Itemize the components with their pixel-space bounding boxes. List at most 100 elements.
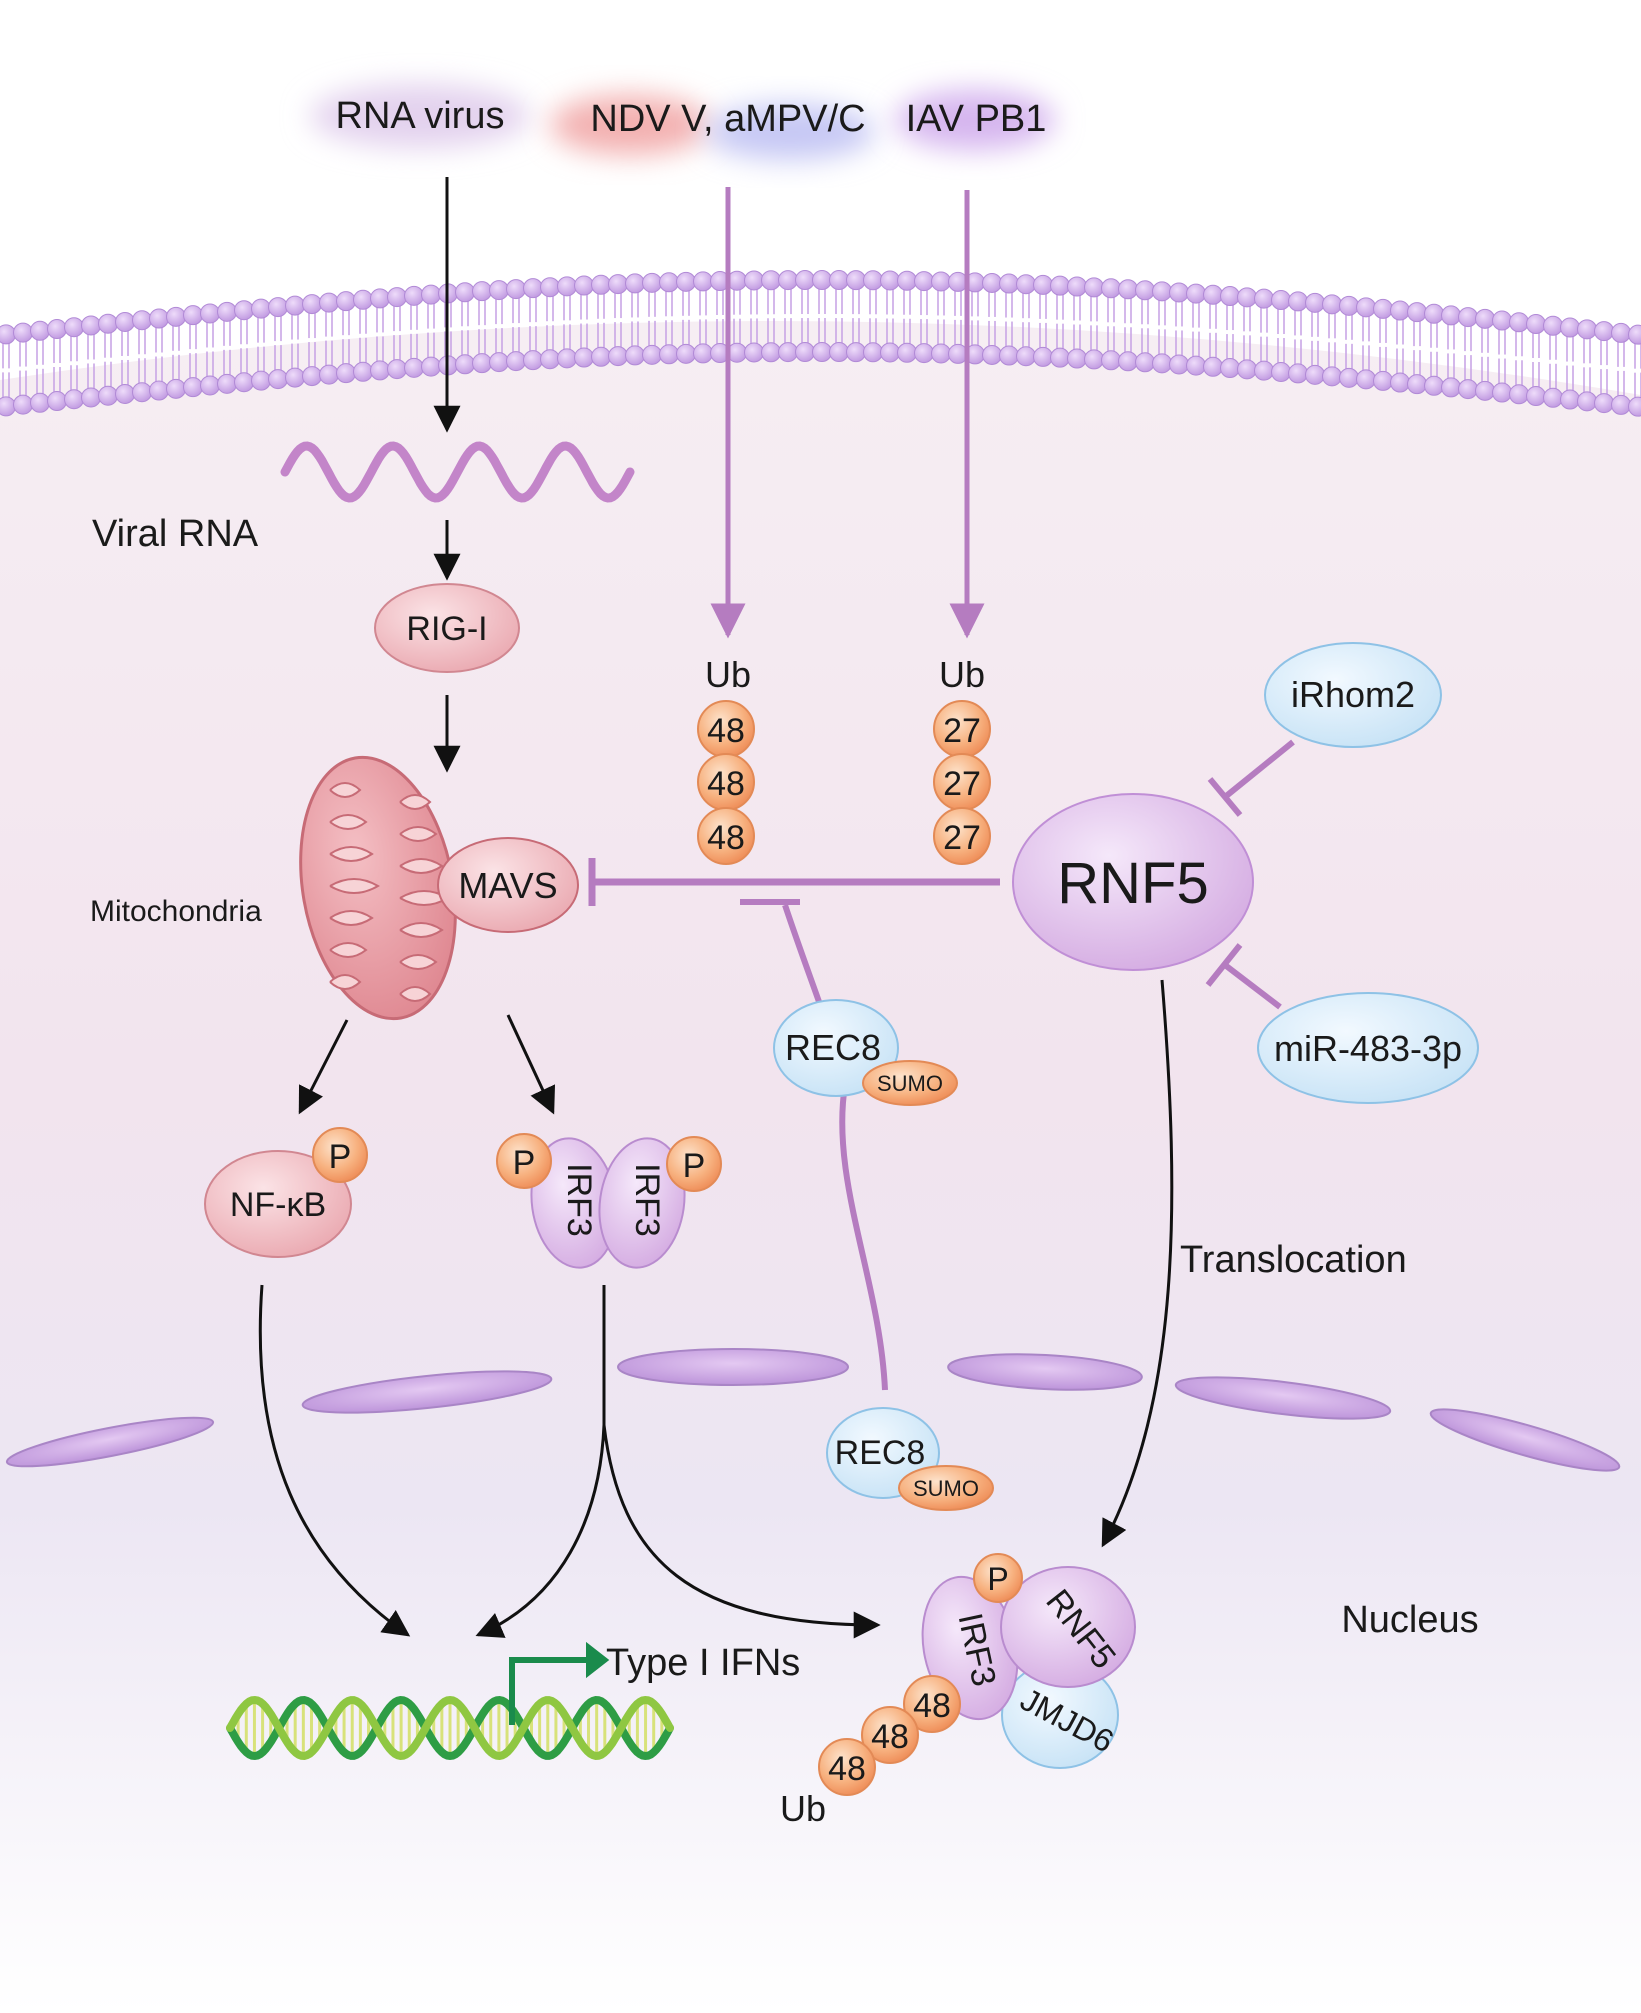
mir-483-3p-label: miR-483-3p: [1274, 1028, 1462, 1069]
lipid-head: [1560, 389, 1580, 410]
lipid-head: [863, 342, 883, 363]
lipid-head: [455, 282, 475, 303]
nuclear-envelope-segment: [301, 1370, 553, 1414]
lipid-head: [1305, 364, 1325, 385]
lipid-head: [829, 270, 849, 291]
lipid-head: [1339, 295, 1359, 316]
lipid-head: [829, 342, 849, 363]
lipid-head: [1339, 367, 1359, 388]
lipid-head: [285, 367, 305, 388]
lipid-head: [1390, 372, 1410, 393]
nucleus-label: Nucleus: [1341, 1599, 1478, 1641]
lipid-head: [1390, 300, 1410, 321]
rec8-nuclear-label: REC8: [835, 1434, 926, 1472]
lipid-head: [1526, 386, 1546, 407]
lipid-head: [1577, 319, 1597, 340]
ubiquitin-bead: 48: [697, 807, 755, 865]
lipid-head: [897, 342, 917, 363]
ubiquitin-linkage-label: 48: [707, 765, 745, 803]
lipid-head: [200, 303, 220, 324]
crista-right: [399, 922, 444, 938]
lipid-head: [846, 342, 866, 363]
lipid-head: [1288, 291, 1308, 312]
lipid-head: [336, 363, 356, 384]
mavs-protein: [437, 837, 579, 933]
lipid-head: [115, 311, 135, 332]
ubiquitin-linkage-label: 48: [913, 1687, 951, 1725]
mir-483-3p: [1257, 992, 1479, 1104]
lipid-head: [1186, 355, 1206, 376]
lipid-head: [778, 270, 798, 291]
lipid-head: [217, 373, 237, 394]
lipid-head: [846, 270, 866, 291]
lipid-head: [1611, 322, 1631, 343]
lipid-head: [1254, 288, 1274, 309]
lipid-head: [1254, 360, 1274, 381]
lipid-head: [1475, 380, 1495, 401]
lipid-head: [1220, 286, 1240, 307]
rnf5-translocation-arrow: [1101, 979, 1174, 1548]
nuclear-k48-ubiquitin-chain: 48 48 48: [818, 1675, 961, 1796]
rna-virus-label: RNA virus: [336, 95, 505, 137]
ndv-glow: [550, 95, 710, 155]
lipid-head: [404, 357, 424, 378]
lipid-head: [1033, 346, 1053, 367]
lipid-head: [1271, 362, 1291, 383]
lipid-head: [1458, 379, 1478, 400]
lipid-head: [1594, 321, 1614, 342]
nfkb-phosphate: [312, 1127, 368, 1183]
lipid-head: [1441, 377, 1461, 398]
lipid-head: [625, 273, 645, 294]
crista-right: [399, 826, 438, 842]
plasma-membrane: [0, 270, 1641, 417]
ubiquitin-linkage-label: 48: [707, 712, 745, 750]
sumo-nuclear-label: SUMO: [913, 1476, 979, 1501]
lipid-head: [98, 313, 118, 334]
lipid-head: [795, 342, 815, 363]
irf3-right-phosphate: [666, 1136, 722, 1192]
lipid-head: [1305, 292, 1325, 313]
lipid-head: [149, 308, 169, 329]
irhom2-inhibits-rnf5-line: [1223, 739, 1295, 800]
phosphate-label: P: [987, 1561, 1008, 1597]
type-i-ifns-label: Type I IFNs: [606, 1642, 800, 1684]
lipid-head: [98, 385, 118, 406]
lipid-head: [183, 305, 203, 326]
lipid-head: [1577, 391, 1597, 412]
crista-left: [329, 942, 368, 958]
lipid-head: [982, 272, 1002, 293]
mavs-label: MAVS: [458, 865, 557, 906]
lipid-head: [982, 344, 1002, 365]
nfkb-label: NF-κB: [230, 1186, 326, 1224]
lipid-head: [795, 270, 815, 291]
lipid-head: [1203, 284, 1223, 305]
ifn-transcription-arrow: [509, 1657, 590, 1725]
lipid-head: [812, 342, 832, 363]
lipid-head: [1509, 312, 1529, 333]
lipid-head: [149, 380, 169, 401]
crista-right: [399, 858, 444, 874]
lipid-head: [319, 364, 339, 385]
lipid-head: [676, 271, 696, 292]
lipid-head: [268, 297, 288, 318]
lipid-head: [506, 351, 526, 372]
lipid-head: [1424, 303, 1444, 324]
lipid-head: [1101, 278, 1121, 299]
lipid-head: [999, 273, 1019, 294]
lipid-head: [880, 342, 900, 363]
lipid-head: [642, 344, 662, 365]
crista-left: [329, 782, 362, 798]
lipid-head: [880, 270, 900, 291]
lipid-head: [1271, 290, 1291, 311]
lipid-head: [1033, 274, 1053, 295]
sumo-label: SUMO: [877, 1071, 943, 1096]
lipid-head: [540, 349, 560, 370]
lipid-head: [1424, 375, 1444, 396]
lipid-head: [1152, 353, 1172, 374]
ubiquitin-bead: 27: [933, 753, 991, 811]
irf3-to-dna-arrow: [475, 1285, 606, 1638]
lipid-head: [1407, 374, 1427, 395]
ubiquitin-bead: 48: [818, 1738, 876, 1796]
lipid-head: [1135, 280, 1155, 301]
